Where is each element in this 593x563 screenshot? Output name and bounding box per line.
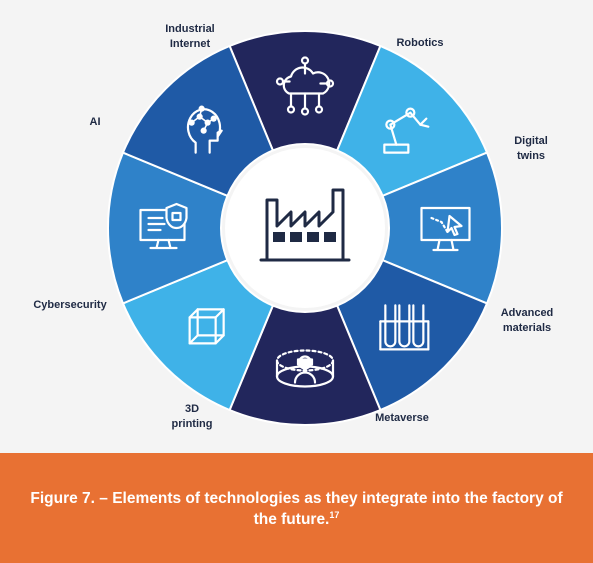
ai-head-icon [186,105,223,154]
segment-digital-twins [381,151,503,305]
robot-arm-icon [383,107,430,154]
label-robotics: Robotics [396,37,444,49]
secure-monitor-icon [139,202,188,250]
cloud-network-icon [275,56,335,116]
caption-footnote: 17 [329,509,340,520]
caption-bar [0,453,593,563]
label-cybersecurity: Cybersecurity [33,299,107,311]
monitor-cursor-icon [420,206,471,252]
cube-icon [188,308,225,345]
test-tubes-icon [379,304,430,351]
segment-industrial-internet [228,30,382,152]
center-circle [225,148,385,308]
label-metaverse: Metaverse [375,412,429,424]
figure-caption: Figure 7. – Elements of technologies as … [20,488,573,530]
segment-advanced-materials [335,258,489,412]
vr-headset-icon [275,349,335,388]
technology-wheel [107,30,503,426]
label-ai: AI [89,116,101,128]
segment-robotics [335,44,489,198]
caption-text: Figure 7. – Elements of technologies as … [30,490,563,528]
segment-ai [121,44,275,198]
segment-cybersecurity [107,151,229,305]
factory-icon [259,188,351,262]
